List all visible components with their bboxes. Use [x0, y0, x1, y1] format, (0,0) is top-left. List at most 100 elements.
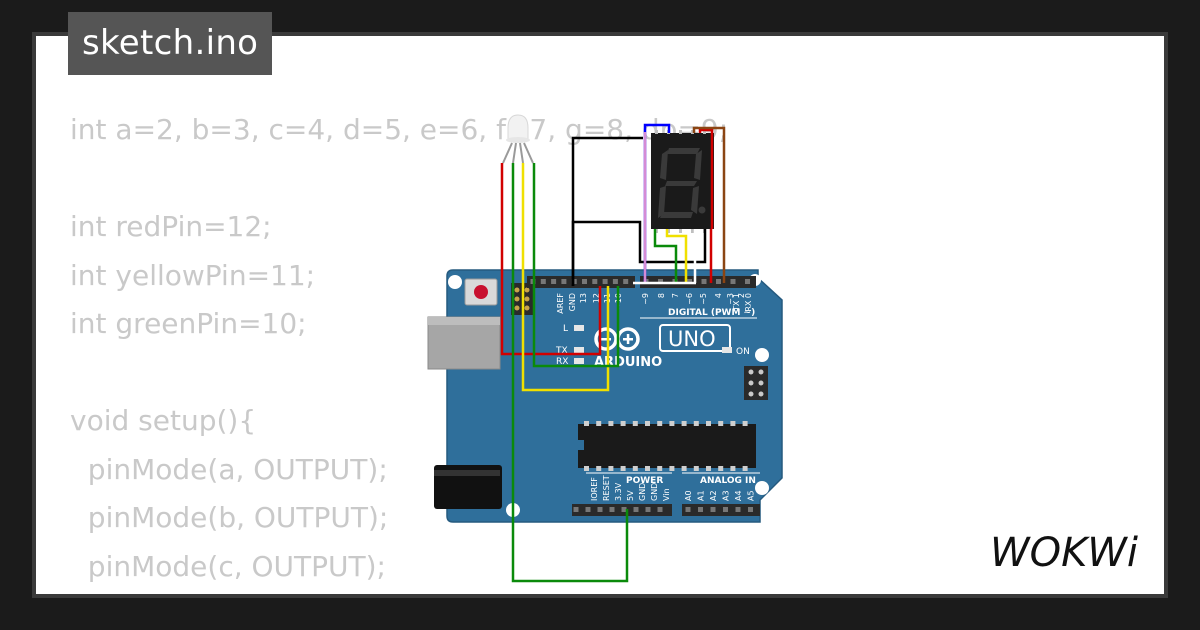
power-pin-label: Vin [662, 488, 671, 501]
header-pin[interactable] [685, 507, 691, 512]
header-pin[interactable] [582, 279, 587, 284]
code-line: int greenPin=10; [70, 307, 307, 340]
wire-green-gnd [511, 163, 629, 583]
decimal-point [698, 206, 706, 214]
header-pin[interactable] [561, 279, 567, 284]
top-pin-label: ~3 [726, 293, 735, 305]
power-pin-label: RESET [602, 475, 611, 501]
header-pin[interactable] [592, 279, 598, 284]
l-led-label: L [563, 324, 568, 334]
digital-header-label: DIGITAL (PWM ~) [668, 308, 755, 318]
top-pin-label: ~9 [641, 293, 650, 305]
top-pin-label: ~6 [685, 293, 694, 305]
header-pin[interactable] [633, 507, 639, 512]
top-pin-label: RX 0 [744, 293, 753, 312]
top-pin-label: 7 [671, 293, 680, 298]
header-pin[interactable] [716, 279, 721, 284]
header-pin[interactable] [609, 507, 615, 512]
header-pin[interactable] [602, 279, 608, 284]
code-line: int redPin=12; [70, 210, 272, 243]
header-pin[interactable] [597, 507, 603, 512]
header-pin[interactable] [710, 507, 716, 512]
header-pin[interactable] [658, 279, 663, 284]
top-pin-label: 2 [737, 293, 746, 298]
header-pin[interactable] [551, 279, 557, 284]
code-line: int a=2, b=3, c=4, d=5, e=6, f=7, g=8, d… [70, 113, 729, 146]
top-pin-label: 13 [579, 293, 588, 303]
header-pin[interactable] [621, 507, 627, 512]
reset-button[interactable] [464, 278, 498, 306]
top-pin-label: GND [568, 293, 577, 311]
seg-d [660, 212, 693, 218]
header-pin[interactable] [698, 507, 703, 512]
header-pin[interactable] [645, 507, 651, 512]
header-pin[interactable] [573, 507, 579, 512]
analog-pin-label: A4 [734, 490, 743, 501]
top-pin-label: 4 [714, 293, 723, 298]
rx-led-label: RX [556, 357, 568, 367]
top-pin-label: TX 1 [732, 293, 741, 312]
code-preview: int a=2, b=3, c=4, d=5, e=6, f=7, g=8, d… [70, 106, 729, 594]
arduino-brand-text: ARDUINO [594, 355, 662, 370]
header-pin[interactable] [745, 279, 750, 284]
seg-c [691, 186, 699, 214]
header-pin[interactable] [687, 279, 692, 284]
header-pin[interactable] [540, 279, 546, 284]
on-led-label: ON [736, 347, 750, 357]
seven-segment-display[interactable] [651, 130, 714, 233]
top-pin-label: AREF [556, 293, 565, 314]
wires [500, 123, 726, 583]
atmega-chip [578, 421, 756, 471]
power-pin-label: IOREF [590, 477, 599, 501]
wokwi-logo: WOKWi [990, 530, 1138, 576]
code-line: pinMode(c, OUTPUT); [70, 549, 386, 583]
l-led [574, 325, 584, 331]
power-pin-label: GND [650, 483, 659, 501]
analog-pin-label: A2 [709, 490, 718, 501]
usb-port [427, 316, 501, 370]
header-pin[interactable] [612, 279, 618, 284]
header-pin[interactable] [748, 507, 753, 512]
code-line: pinMode(a, OUTPUT); [70, 452, 388, 486]
header-pin[interactable] [723, 507, 728, 512]
top-pin-label: 8 [657, 293, 666, 298]
header-pin[interactable] [701, 279, 707, 284]
tx-led [574, 347, 584, 353]
header-pin[interactable] [657, 507, 663, 512]
header-pin[interactable] [623, 279, 629, 284]
uno-badge: UNO [659, 324, 731, 352]
rx-led [574, 358, 584, 364]
analog-pin-label: A5 [747, 490, 756, 501]
power-pin-label: 3.3V [614, 482, 623, 501]
on-led [722, 347, 732, 353]
wire-black-middle [571, 220, 707, 286]
seg-a [667, 148, 700, 154]
rgb-led[interactable] [502, 114, 534, 164]
seg-g [665, 181, 697, 186]
seg-e [658, 186, 666, 218]
analog-pin-label: A1 [697, 490, 706, 501]
wire-red-top [698, 128, 714, 229]
analog-pin-label: A0 [684, 490, 693, 501]
analog-pin-label: A3 [722, 490, 731, 501]
icsp-header-right [744, 366, 768, 400]
header-pin[interactable] [585, 507, 591, 512]
seg-b [694, 150, 702, 180]
wire-yellow-led [521, 163, 610, 392]
power-pin-label: 5V [626, 490, 635, 501]
header-pin[interactable] [730, 279, 736, 284]
power-header-label: POWER [626, 476, 663, 486]
analog-header-label: ANALOG IN [700, 476, 756, 486]
file-tab[interactable]: sketch.ino [68, 12, 273, 75]
header-pin[interactable] [735, 507, 741, 512]
code-line: int yellowPin=11; [70, 258, 316, 292]
wire-brown [692, 126, 726, 283]
code-line: void setup(){ [70, 404, 257, 437]
top-pin-label: 12 [592, 293, 601, 303]
seg-f [660, 150, 668, 180]
code-line: pinMode(b, OUTPUT); [70, 501, 389, 534]
uno-model-text: UNO [668, 327, 716, 351]
top-pin-label: ~5 [699, 293, 708, 305]
